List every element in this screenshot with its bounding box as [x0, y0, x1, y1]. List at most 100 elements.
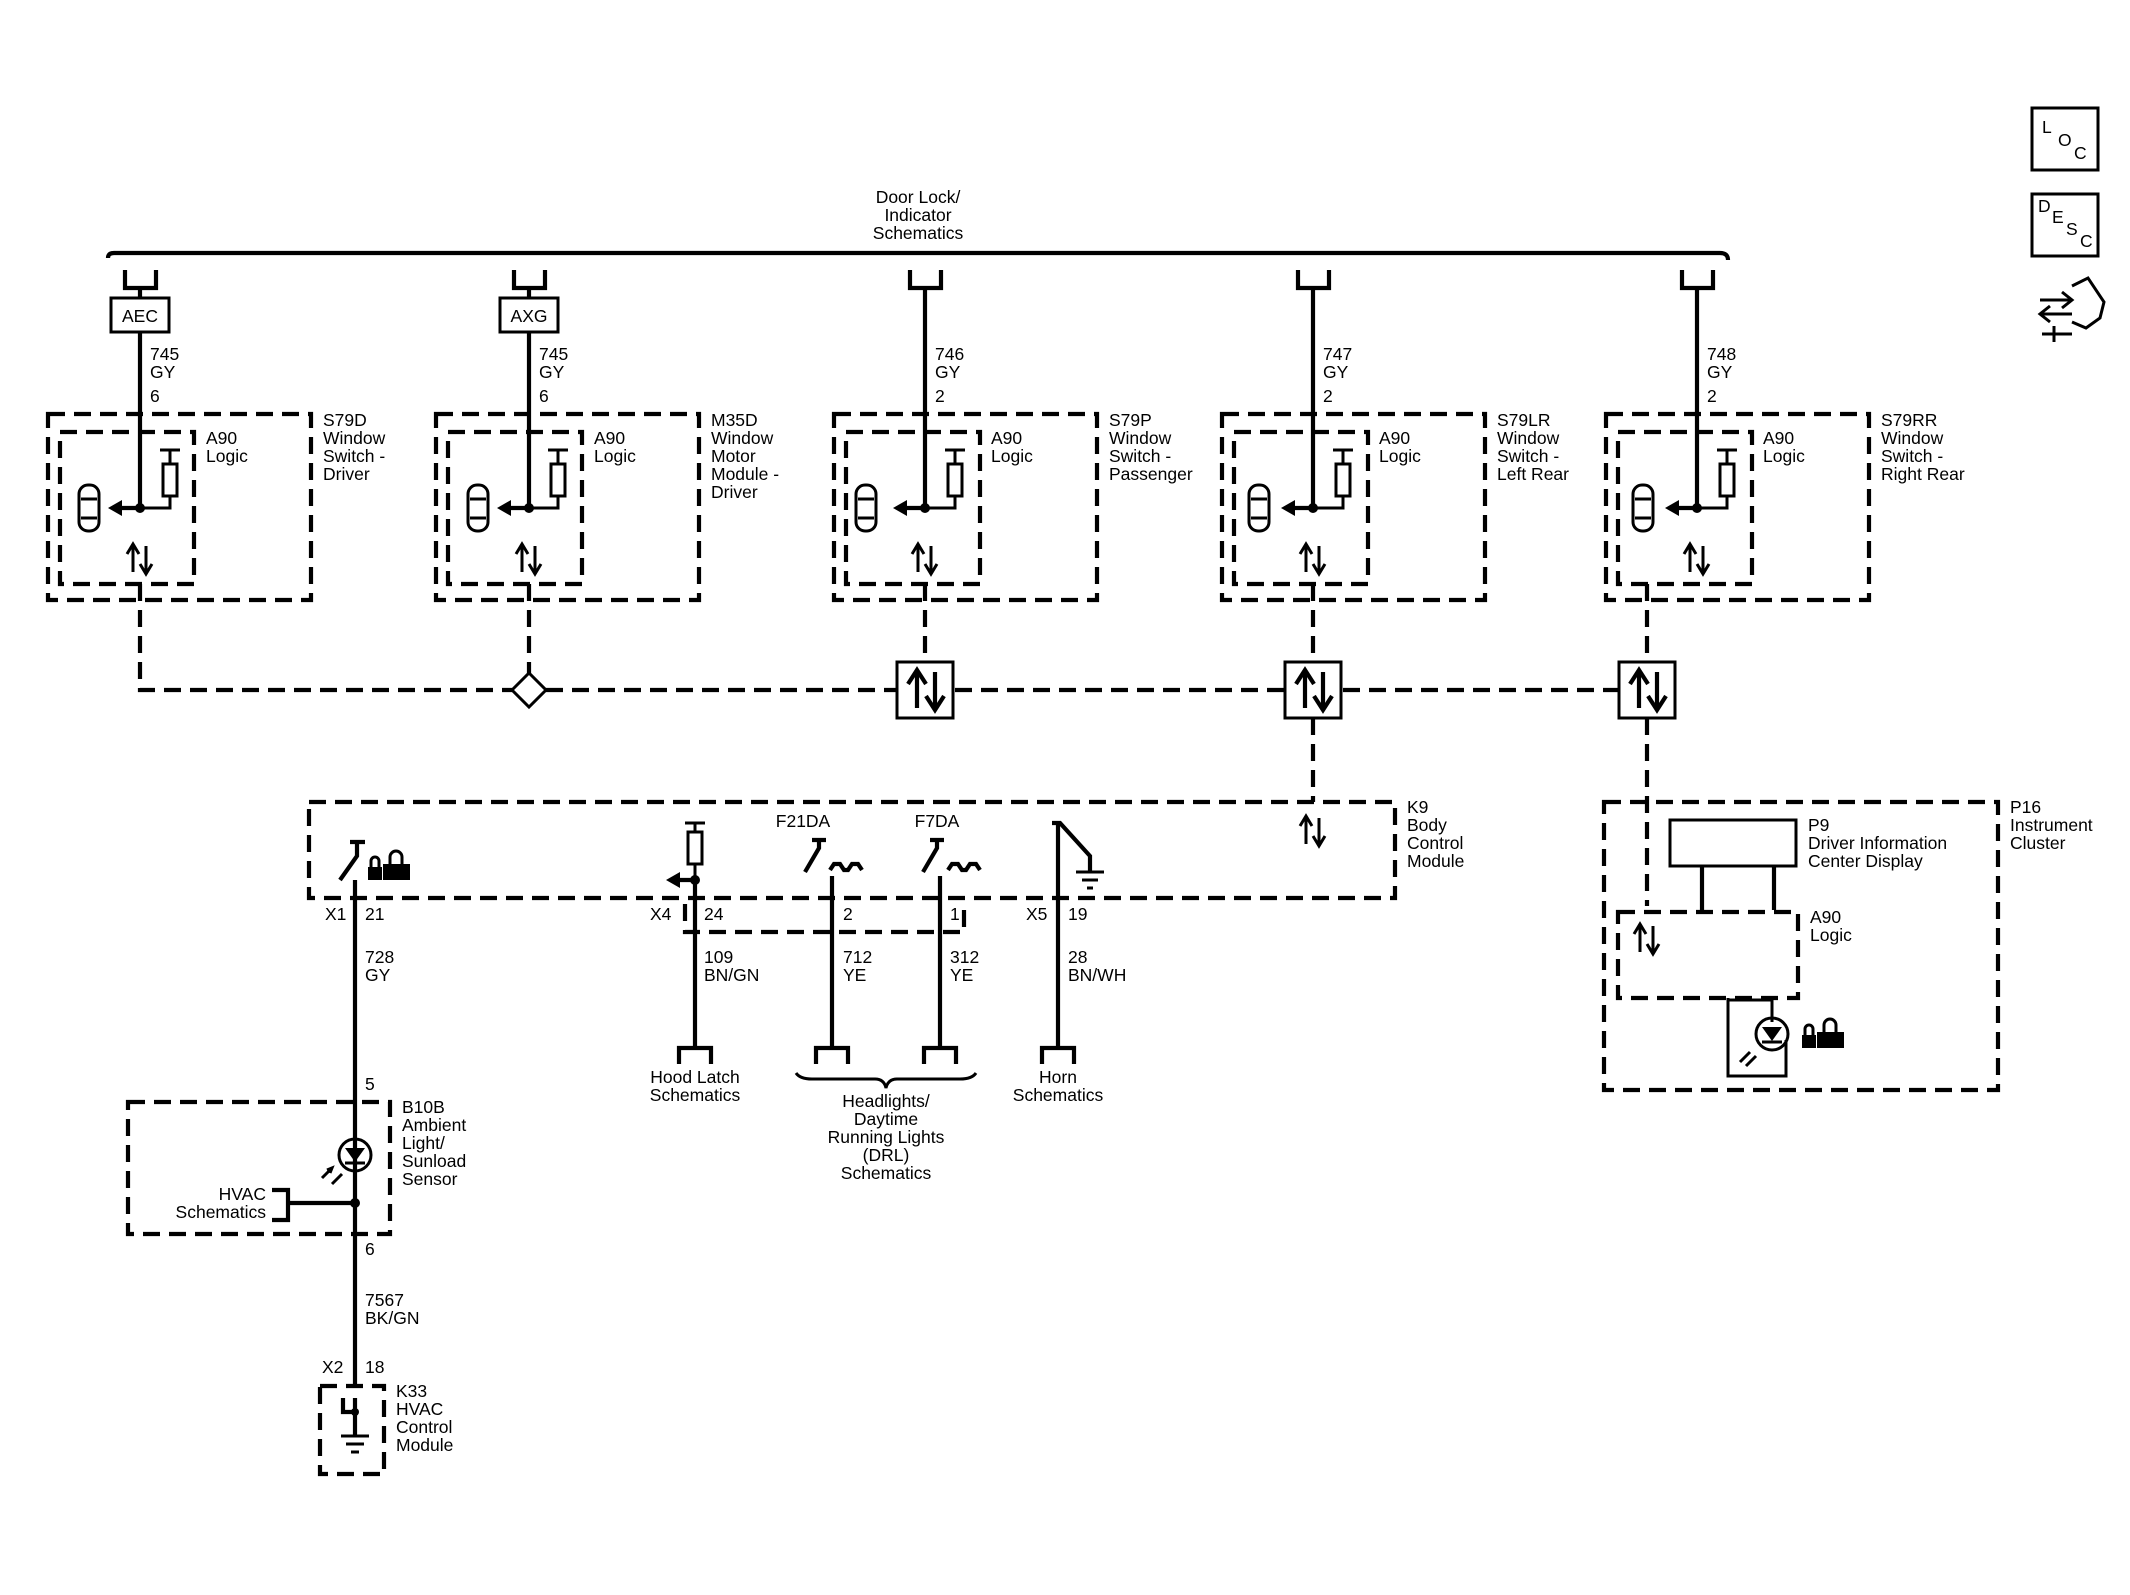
bus-label-2: Indicator: [884, 205, 951, 225]
logic-label: Logic: [1379, 446, 1421, 466]
module-name-1: Window: [1497, 428, 1560, 448]
vehicle-icon: [1247, 483, 1271, 533]
module-id: S79D: [323, 410, 367, 430]
desc-letter-s: S: [2066, 219, 2078, 239]
conn-x1: X1: [325, 904, 346, 924]
desc-icon[interactable]: D E S C: [2030, 192, 2100, 258]
module-id: P16: [2010, 797, 2041, 817]
module-outline: [306, 799, 1398, 901]
wire-312-color: YE: [950, 965, 973, 985]
module-name-3: Module -: [711, 464, 779, 484]
pin-number: 6: [539, 386, 549, 406]
module-name-2: Light/: [402, 1133, 445, 1153]
ref-label-1: Headlights/: [842, 1091, 930, 1111]
module-name-4: Sensor: [402, 1169, 458, 1189]
module-outline: [317, 1383, 387, 1477]
logic-id: A90: [206, 428, 237, 448]
serial-data-arrows-icon: [1632, 921, 1661, 957]
vehicle-icon: [1631, 483, 1655, 533]
module-outline: [1603, 411, 1872, 603]
wire-color: GY: [935, 362, 961, 382]
logic-label: Logic: [594, 446, 636, 466]
indicator-led-icon: [1754, 1016, 1790, 1052]
ref-label-1: Horn: [1039, 1067, 1077, 1087]
service-diagnostics-icon[interactable]: [2037, 276, 2106, 342]
p9-name-1: Driver Information: [1808, 833, 1947, 853]
k9-body-control-module: K9 Body Control Module F21DA F7DA: [306, 797, 1464, 1160]
module-name-3: Right Rear: [1881, 464, 1965, 484]
horn-reference[interactable]: Horn Schematics: [1013, 1045, 1104, 1105]
bcm-output-wires: X1 21 728 GY X4 24 109 BN/GN 2 712 YE 1 …: [325, 823, 1126, 1048]
k33-hvac-control-module: X2 18 K33 HVAC Control Module: [317, 1357, 453, 1477]
wire-7567-color: BK/GN: [365, 1308, 419, 1328]
vehicle-icon: [77, 483, 101, 533]
module-id: K9: [1407, 797, 1428, 817]
desc-letter-e: E: [2052, 207, 2064, 227]
pin-x5-19: 19: [1068, 904, 1087, 924]
module-outline: [1601, 799, 2001, 1093]
pin-x2-18: 18: [365, 1357, 384, 1377]
wire-color: GY: [1323, 362, 1349, 382]
module-s79rr: 748 GY 2 A90 Logic S79RR Window Switch -…: [1603, 270, 1965, 603]
module-name-2: Switch -: [323, 446, 385, 466]
bus-label-1: Door Lock/: [876, 187, 961, 207]
pin-number: 2: [1323, 386, 1333, 406]
hood-latch-reference[interactable]: Hood Latch Schematics: [650, 1045, 741, 1105]
connector-tag-label: AXG: [511, 306, 548, 326]
module-name-1: Body: [1407, 815, 1447, 835]
module-outline: [125, 1099, 393, 1237]
pullup-resistor: [925, 448, 965, 510]
ref-label-2: Schematics: [650, 1085, 741, 1105]
module-name-3: Driver: [323, 464, 370, 484]
hvac-ref-1: HVAC: [219, 1184, 266, 1204]
p9-display: [1668, 818, 1798, 868]
hvac-ref-2: Schematics: [176, 1202, 267, 1222]
module-s79p: 746 GY 2 A90 Logic S79P Window Switch - …: [831, 270, 1193, 603]
logic-outline: [843, 429, 983, 587]
module-name-1: HVAC: [396, 1399, 443, 1419]
module-id: B10B: [402, 1097, 445, 1117]
p9-id: P9: [1808, 815, 1829, 835]
serial-data-arrows-icon: [125, 541, 154, 577]
module-name-3: Passenger: [1109, 464, 1193, 484]
wire-712-color: YE: [843, 965, 866, 985]
wire-312-num: 312: [950, 947, 979, 967]
headlights-drl-reference[interactable]: Headlights/ Daytime Running Lights (DRL)…: [794, 1045, 978, 1183]
pin-number: 2: [1707, 386, 1717, 406]
ref-label-2: Schematics: [1013, 1085, 1104, 1105]
ref-label-1: Hood Latch: [650, 1067, 740, 1087]
module-name-2: Cluster: [2010, 833, 2066, 853]
pin-f7-1: 1: [950, 904, 960, 924]
serial-data-network: [137, 584, 1677, 906]
pin-number: 2: [935, 386, 945, 406]
wire-712-num: 712: [843, 947, 872, 967]
desc-letter-c: C: [2080, 231, 2093, 251]
lock-icon: [1800, 1017, 1846, 1050]
serial-data-arrows-icon: [514, 541, 543, 577]
gateway-arrows-icon: [1617, 660, 1677, 720]
module-m35d: AXG 745 GY 6 A90 Logic M35D Window Motor…: [433, 270, 779, 603]
module-id: S79LR: [1497, 410, 1551, 430]
module-name-1: Window: [1881, 428, 1944, 448]
module-name-3: Module: [1407, 851, 1464, 871]
serial-data-arrows-icon: [1298, 541, 1327, 577]
module-name-1: Instrument: [2010, 815, 2093, 835]
bus-label-3: Schematics: [873, 223, 964, 243]
loc-icon[interactable]: L O C: [2030, 106, 2100, 172]
low-side-switch: [338, 839, 365, 1160]
module-name-1: Window: [1109, 428, 1172, 448]
logic-outline: [1231, 429, 1371, 587]
wire-color: GY: [539, 362, 565, 382]
p16-instrument-cluster: P16 Instrument Cluster P9 Driver Informa…: [1601, 797, 2093, 1093]
connector-tag-label: AEC: [122, 306, 158, 326]
headlight-driver-f21da: [803, 837, 864, 874]
serial-data-arrows-icon: [1298, 813, 1327, 849]
wire-28-num: 28: [1068, 947, 1087, 967]
module-name-2: Switch -: [1497, 446, 1559, 466]
conn-x2: X2: [322, 1357, 343, 1377]
module-name-3: Left Rear: [1497, 464, 1569, 484]
logic-outline: [1615, 429, 1755, 587]
logic-id: A90: [1379, 428, 1410, 448]
